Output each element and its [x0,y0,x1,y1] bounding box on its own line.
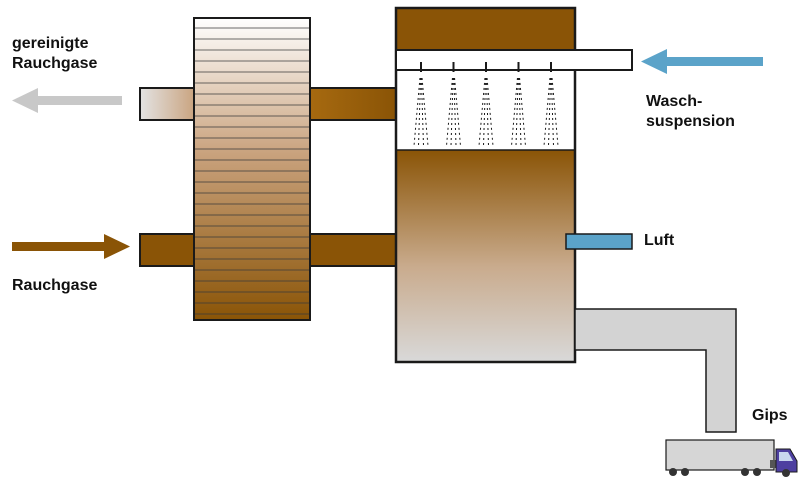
clean-gas-pipe [139,87,197,121]
spray-nozzles [413,62,559,147]
clean-gas-label-line1: gereinigte [12,35,89,52]
tower-outline [394,6,577,364]
tower-top [396,8,575,50]
wash-suspension-label: Wasch- suspension [646,92,735,132]
gypsum-discharge-duct [574,308,737,433]
wash-suspension-arrow [641,49,763,74]
gypsum-label: Gips [752,407,788,424]
spray-nozzle-icon [413,62,429,147]
spray-nozzle-icon [511,62,526,147]
wash-suspension-label-line1: Wasch- [646,93,703,110]
spray-nozzle-icon [543,62,559,147]
spray-nozzle-icon [446,62,461,147]
upper-connecting-pipe [307,87,397,121]
air-inlet-pipe [565,233,633,250]
heat-exchanger-lamellae [195,27,309,315]
heat-exchanger [193,17,311,321]
clean-gas-label: gereinigte Rauchgase [12,34,97,74]
clean-gas-label-line2: Rauchgase [12,55,98,72]
lower-connecting-pipe [307,233,397,267]
spray-header-pipe [395,49,633,71]
flue-gas-arrow [12,234,130,259]
truck-icon [665,439,798,477]
flue-gas-label: Rauchgase [12,277,98,294]
clean-gas-arrow [12,88,122,113]
wash-suspension-label-line2: suspension [646,113,735,130]
absorber-tower [394,6,577,364]
flue-gas-pipe [139,233,197,267]
air-label: Luft [644,232,675,249]
spray-nozzle-icon [478,62,494,147]
slurry-sump [396,150,575,362]
